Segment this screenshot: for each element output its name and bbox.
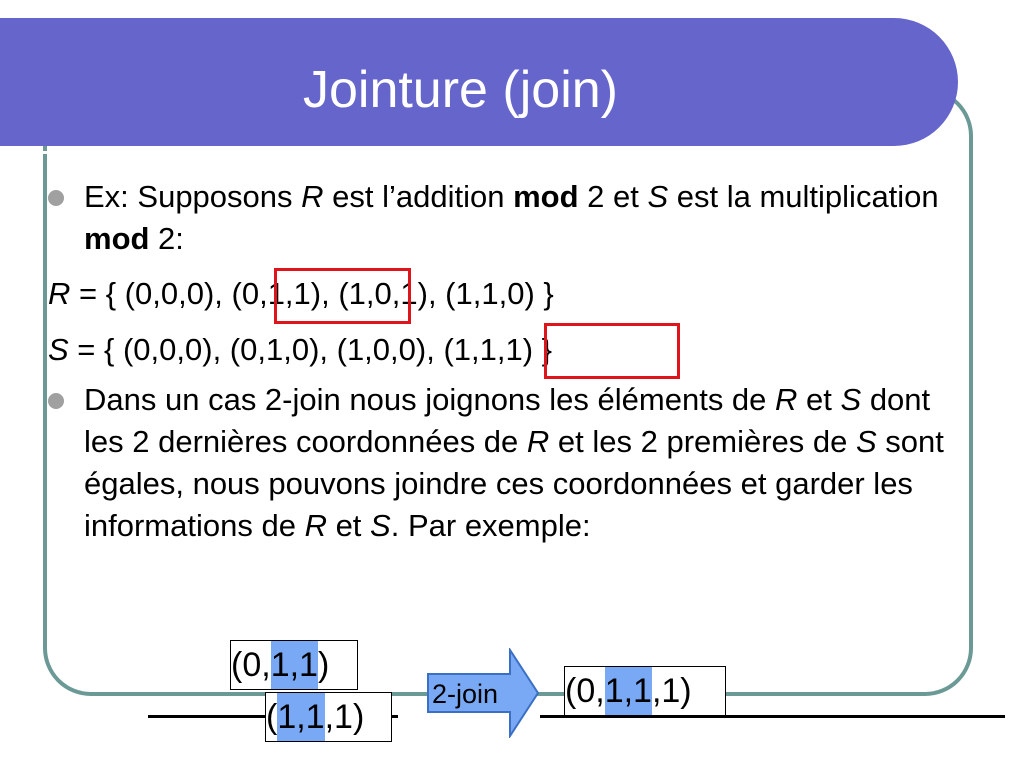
content-frame [43, 88, 973, 696]
tuple-r-box: (0,1,1) [230, 640, 358, 690]
set-s-symbol: S [856, 424, 877, 459]
text-run: et les 2 premières de [549, 424, 856, 459]
set-s-symbol: S [370, 508, 391, 543]
set-r-symbol: R [304, 508, 327, 543]
set-r-symbol: R [301, 179, 324, 214]
boxed-tuple-s: (1,1,1) [443, 332, 534, 367]
slide-title: Jointure (join) [302, 61, 618, 119]
join-cells: 1,1 [270, 641, 318, 689]
bullet-dot [48, 190, 64, 206]
equation-text: = { (0,0,0), [70, 276, 232, 311]
tuple-part: ,1) [651, 672, 692, 710]
join-cells: 1,1 [277, 693, 325, 741]
title-underline [0, 151, 908, 154]
tuple-part: ,1) [324, 698, 365, 736]
equation-text: (1,0,1), (1,1,0) } [329, 276, 554, 311]
tuple-part: ( [266, 698, 278, 736]
equation-r: R = { (0,0,0), (0,1,1), (1,0,1), (1,1,0)… [48, 273, 554, 315]
text-run: est l’addition [323, 179, 514, 214]
boxed-tuple-r: (0,1,1), [231, 276, 330, 311]
title-bar: Jointure (join) [0, 18, 958, 154]
highlight-box-s [544, 323, 680, 379]
tuple-part: (0, [565, 672, 605, 710]
join-arrow-icon [427, 648, 540, 738]
bullet-example: Ex: Supposons R est l’addition mod 2 et … [84, 176, 964, 260]
bullet-dot [48, 393, 64, 409]
text-run: 2: [149, 221, 184, 256]
bullet-explanation: Dans un cas 2-join nous joignons les élé… [84, 379, 964, 547]
highlight-box-r [274, 268, 411, 324]
join-arrow-label: 2-join [432, 679, 499, 709]
text-run: Dans un cas 2-join nous joignons les élé… [84, 382, 776, 417]
text-run: Ex: Supposons [84, 179, 302, 214]
equation-text: = { (0,0,0), (0,1,0), (1,0,0), [68, 332, 444, 367]
text-run: et [797, 382, 841, 417]
text-run: est la multiplication [668, 179, 939, 214]
text-run: sont égales, nous pouvons joindre ces co… [84, 424, 944, 543]
set-s-symbol: S [647, 179, 669, 214]
equation-s: S = { (0,0,0), (0,1,0), (1,0,0), (1,1,1)… [48, 329, 552, 371]
set-s-symbol: S [48, 332, 69, 367]
text-run: . Par exemple: [390, 508, 591, 543]
tuple-part: ) [317, 646, 330, 684]
text-run: et [326, 508, 371, 543]
result-tuple-box: (0,1,1,1) [564, 666, 726, 716]
mod-keyword: mod [513, 179, 579, 214]
join-cells: 1,1 [604, 667, 652, 715]
tuple-part: (0, [231, 646, 271, 684]
set-r-symbol: R [526, 424, 550, 459]
set-r-symbol: R [775, 382, 798, 417]
text-run: 2 et [578, 179, 648, 214]
set-r-symbol: R [48, 276, 71, 311]
mod-keyword: mod [84, 221, 150, 256]
baseline-right [540, 715, 1005, 718]
text-run: dont les 2 dernières coordonnées de [84, 382, 931, 459]
set-s-symbol: S [840, 382, 862, 417]
tuple-s-box: (1,1,1) [265, 692, 392, 742]
